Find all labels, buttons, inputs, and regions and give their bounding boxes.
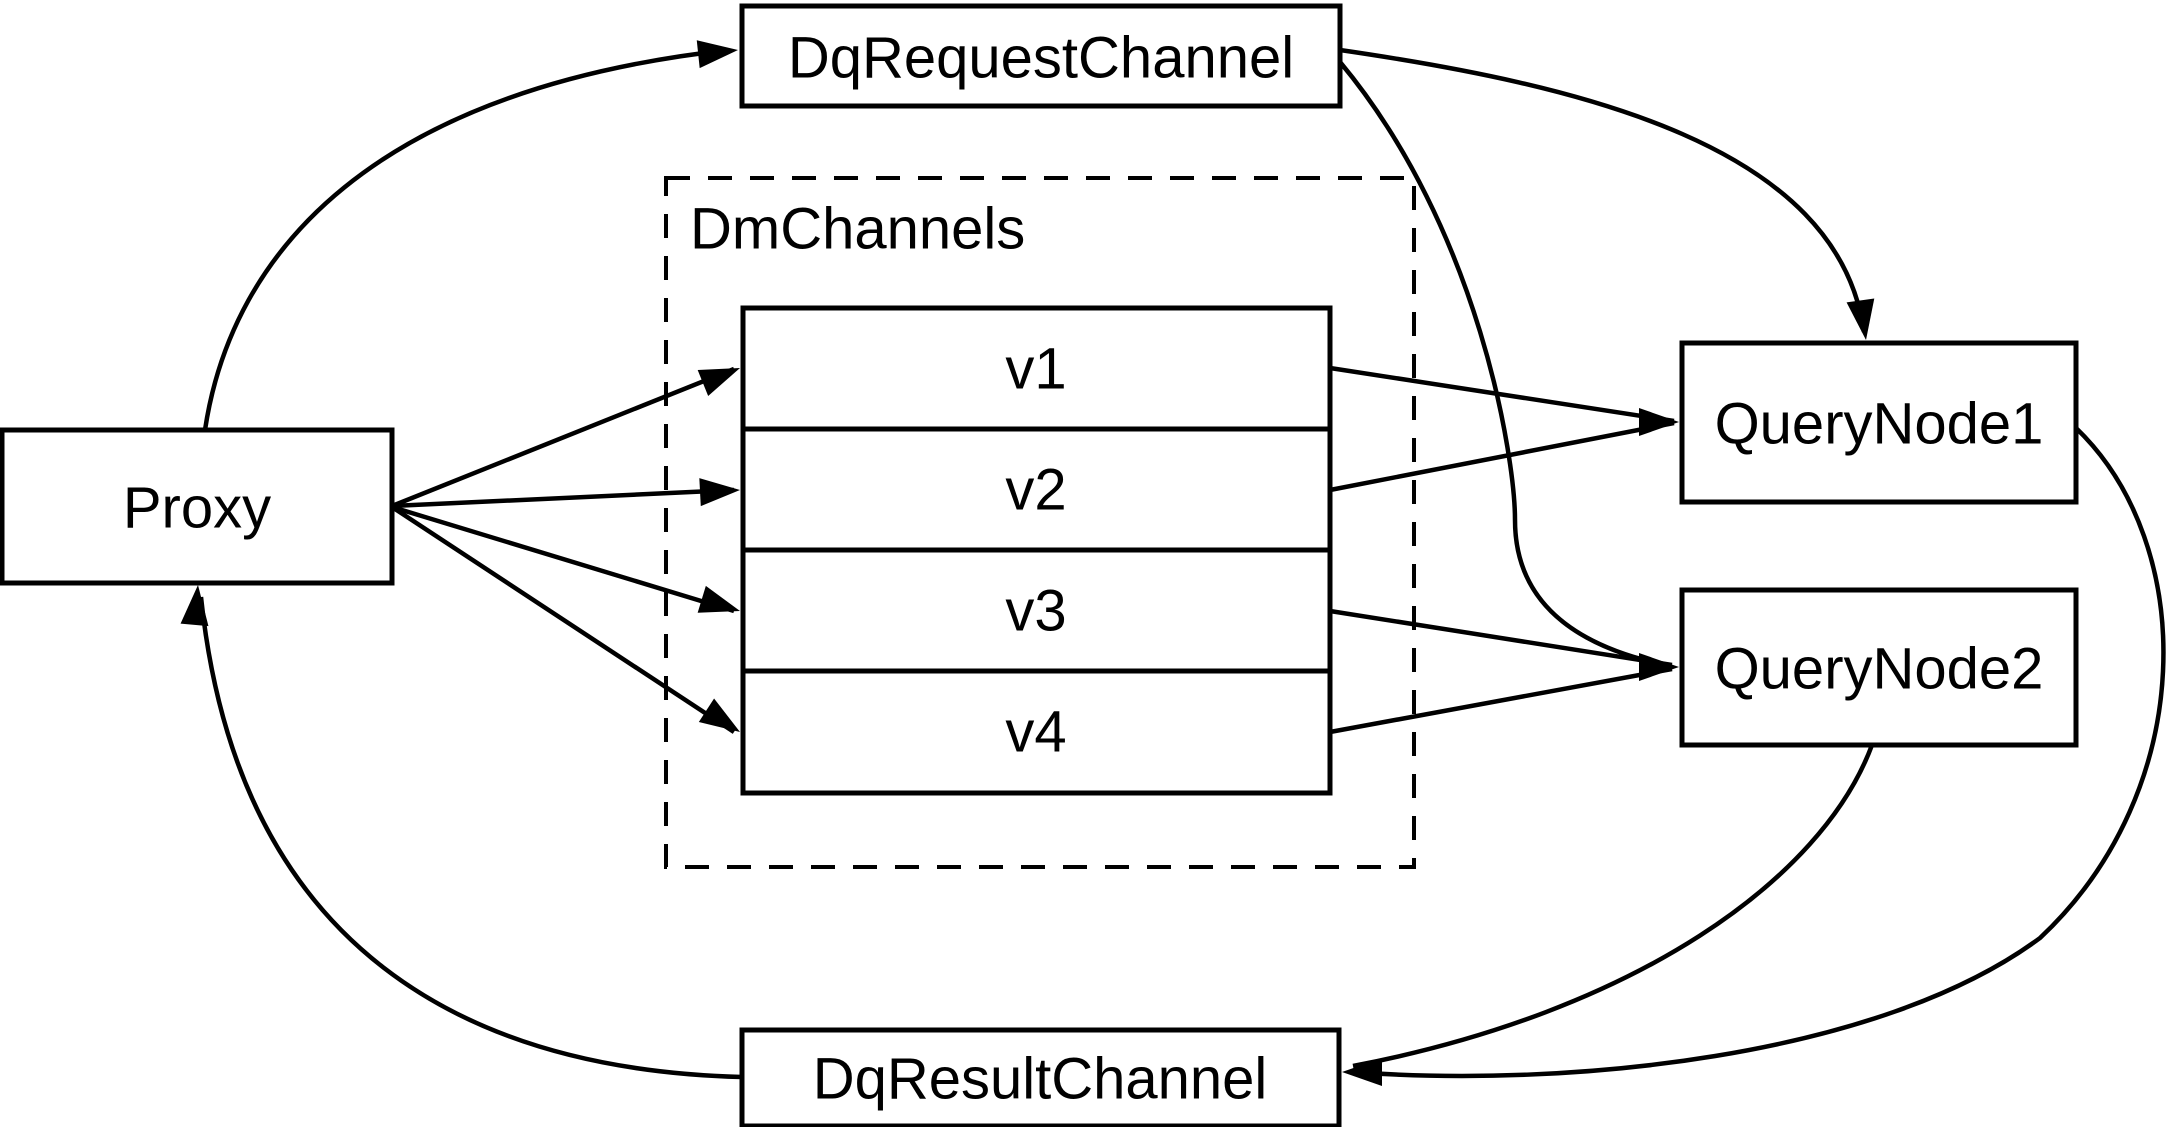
channel-row-v3 [740, 547, 1333, 674]
querynode2-box [1679, 587, 2079, 748]
dmchannels-group-box [664, 176, 1416, 869]
channel-row-v2 [740, 426, 1333, 553]
edge-dqrequestchannel-to-querynode2 [1338, 60, 1671, 669]
edge-proxy-to-v1 [391, 366, 735, 509]
edge-proxy-to-dqrequestchannel [202, 47, 729, 431]
channel-label-v2: v2 [1005, 458, 1066, 523]
dqrequestchannel-box [739, 3, 1343, 109]
node-proxy: Proxy [0, 427, 395, 586]
edge-proxy-to-v4 [390, 505, 736, 734]
arrowhead-into-v2 [699, 478, 740, 507]
arrowhead-layer [180, 40, 1875, 1086]
channel-label-v1: v1 [1005, 337, 1066, 402]
edge-proxy-to-v3 [391, 504, 735, 614]
node-querynode2: QueryNode2 [1679, 587, 2079, 748]
dqresultchannel-label: DqResultChannel [813, 1047, 1268, 1112]
querynode2-label: QueryNode2 [1715, 637, 2044, 702]
node-dqresultchannel: DqResultChannel [739, 1027, 1342, 1127]
edge-layer [198, 47, 2166, 1080]
channel-row-v1 [740, 305, 1333, 432]
channel-label-v4: v4 [1005, 700, 1066, 765]
node-querynode1: QueryNode1 [1679, 340, 2079, 505]
edge-v3-to-querynode2 [1329, 608, 1673, 668]
arrowhead-into-v3 [697, 585, 740, 613]
channel-row-v4 [740, 668, 1333, 796]
edge-dqrequestchannel-to-querynode1 [1339, 47, 1867, 333]
arrowhead-into-proxy-bottom [180, 585, 209, 627]
dmchannels-group-label: DmChannels [690, 197, 1025, 262]
node-dqrequestchannel: DqRequestChannel [739, 3, 1343, 109]
querynode1-label: QueryNode1 [1715, 392, 2044, 457]
proxy-box [0, 427, 395, 586]
proxy-label: Proxy [123, 476, 271, 541]
arrowhead-into-querynode2-left [1639, 653, 1679, 681]
arrowhead-into-v4 [698, 698, 740, 732]
arrowhead-into-dqresultchannel [1342, 1058, 1382, 1086]
channel-table: v1 v2 v3 v4 [740, 305, 1333, 796]
arrowhead-into-querynode1-left [1639, 408, 1679, 436]
edge-querynode2-to-dqresultchannel [1352, 744, 1875, 1069]
edge-dqresultchannel-to-proxy [198, 596, 743, 1080]
channel-label-v3: v3 [1005, 579, 1066, 644]
edge-proxy-to-v2 [391, 487, 735, 509]
dqrequestchannel-label: DqRequestChannel [788, 26, 1294, 91]
dqresultchannel-box [739, 1027, 1342, 1127]
edge-v1-to-querynode1 [1329, 365, 1675, 424]
arrowhead-into-v1 [697, 368, 740, 396]
edge-v2-to-querynode1 [1329, 420, 1675, 493]
arrowhead-into-dqrequestchannel [696, 40, 738, 69]
edge-querynode1-to-dqresultchannel [1352, 426, 2166, 1079]
edge-v4-to-querynode2 [1329, 666, 1673, 735]
arrowhead-into-querynode1-top [1846, 298, 1875, 340]
querynode1-box [1679, 340, 2079, 505]
